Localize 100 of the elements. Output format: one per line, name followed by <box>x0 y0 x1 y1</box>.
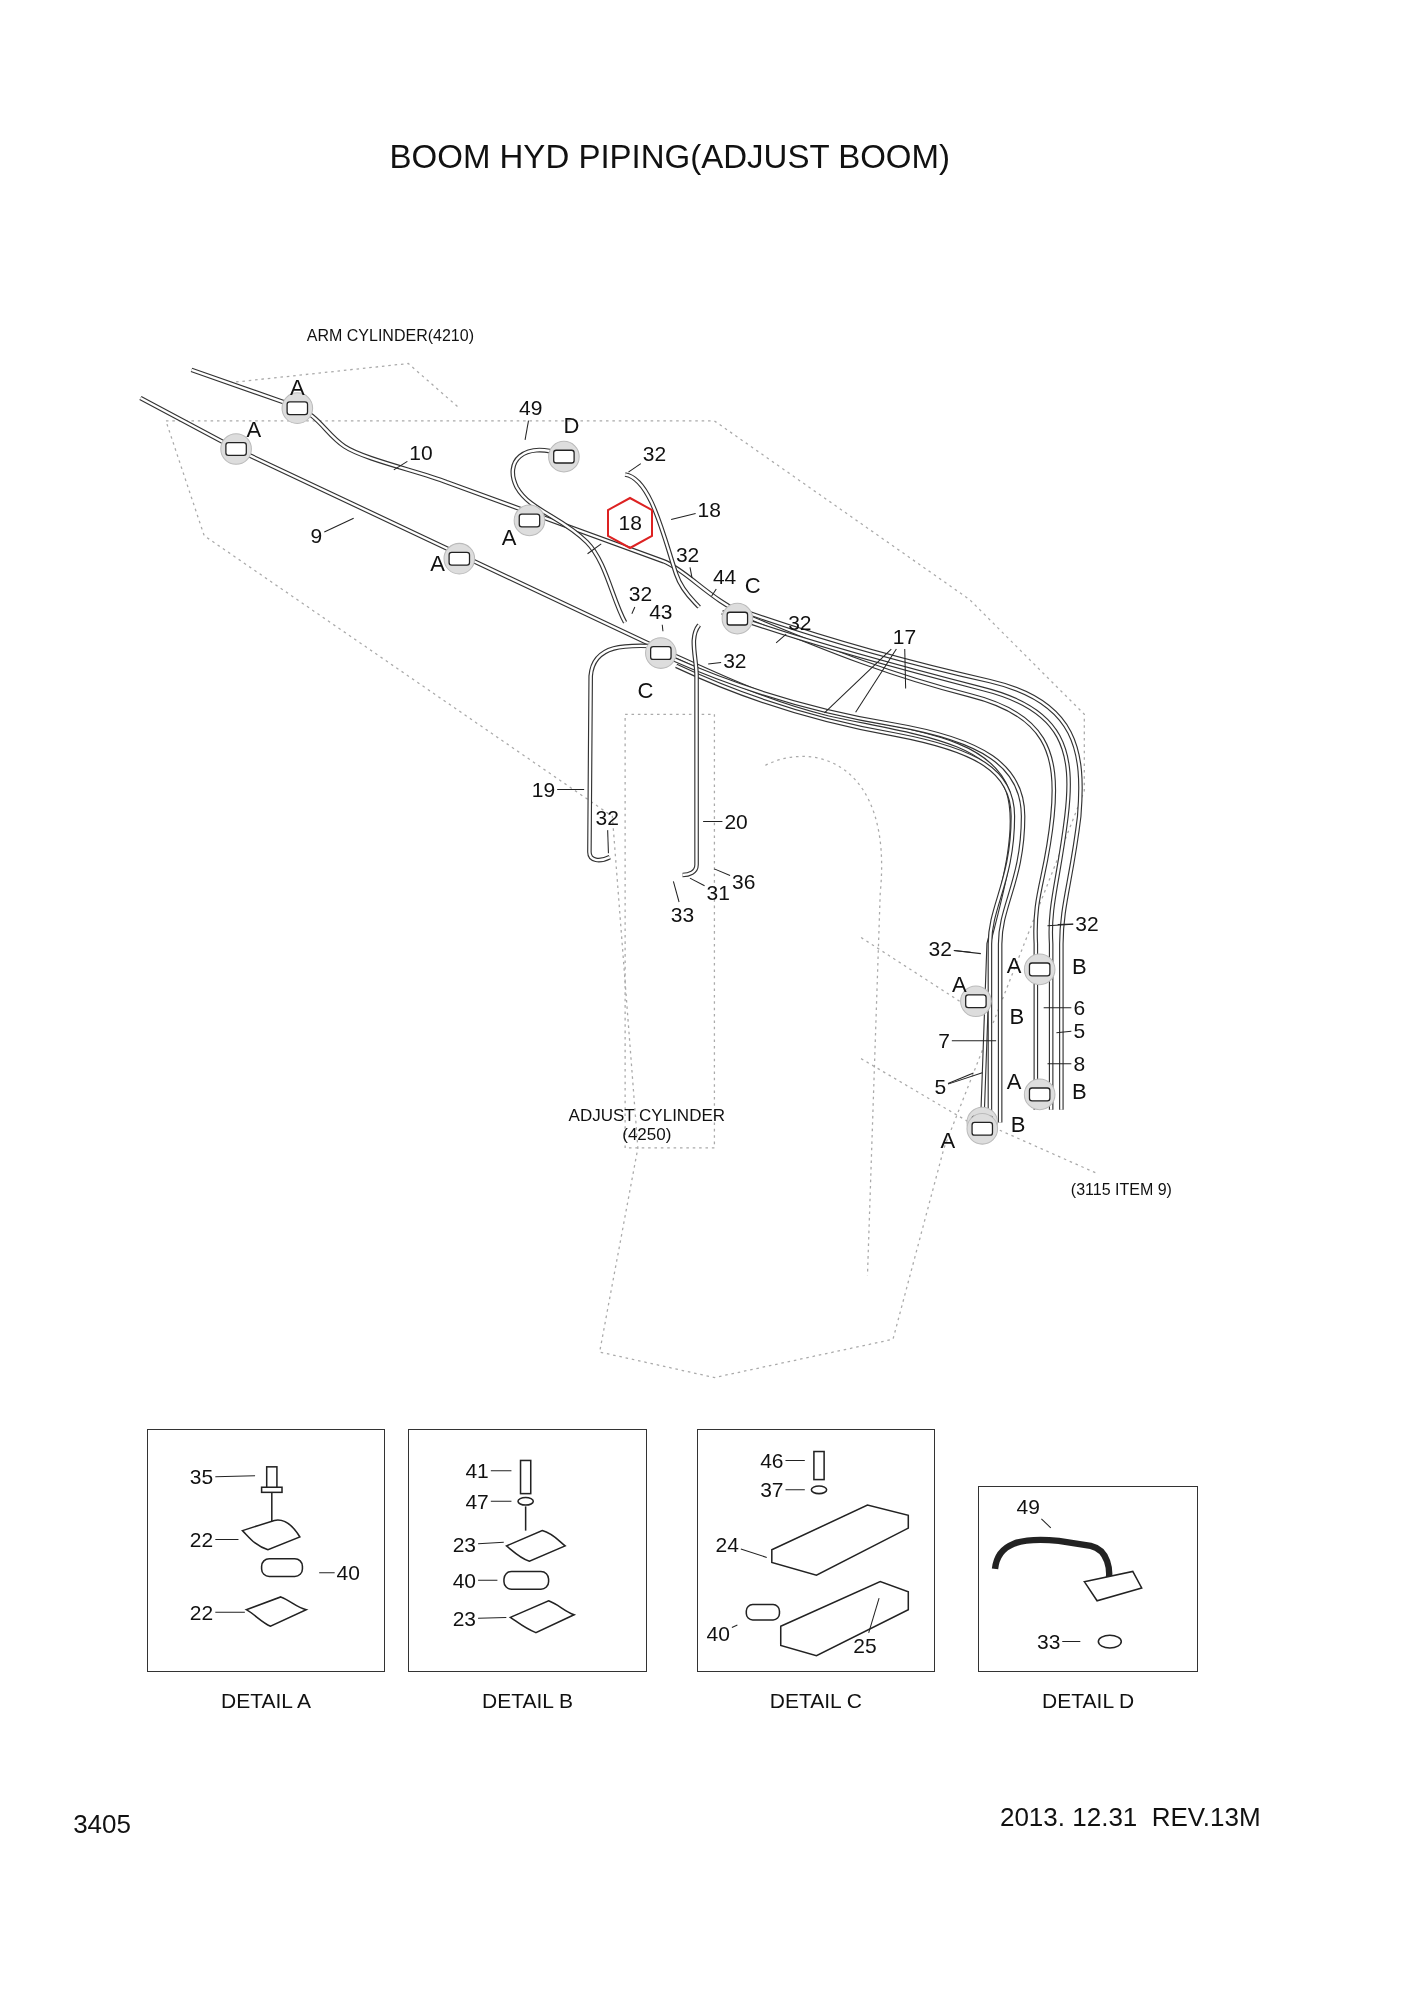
callout-number: 19 <box>531 778 556 802</box>
leader-line <box>711 588 717 597</box>
callout-number: 33 <box>1036 1630 1061 1654</box>
view-letter: C <box>744 573 761 598</box>
view-letter: D <box>563 414 580 439</box>
callout-number: 44 <box>712 565 737 589</box>
part-label: (3115 ITEM 9) <box>1070 1181 1172 1200</box>
callout-number: 32 <box>928 937 952 961</box>
callout-number: 9 <box>310 524 323 548</box>
callout-number: 40 <box>336 1561 360 1585</box>
leader-line <box>214 1475 256 1478</box>
callout-number: 7 <box>938 1029 950 1053</box>
leader-line <box>689 877 706 887</box>
leader-line <box>740 1548 768 1558</box>
callout-number: 8 <box>1073 1052 1086 1076</box>
leader-line <box>1043 1007 1072 1009</box>
callout-number: 49 <box>1016 1495 1040 1519</box>
leader-line <box>689 566 693 579</box>
leader-line <box>477 1541 505 1545</box>
leader-line <box>672 880 680 903</box>
callout-number: 32 <box>642 442 667 466</box>
leader-line <box>318 1572 336 1574</box>
callout-number: 33 <box>670 903 695 927</box>
callout-number: 5 <box>1073 1019 1086 1043</box>
leader-line <box>1055 1030 1072 1034</box>
detail-caption: DETAIL A <box>220 1689 312 1714</box>
view-letter: C <box>637 679 654 704</box>
callout-number: 32 <box>1075 912 1099 936</box>
callout-number: 41 <box>465 1459 489 1483</box>
view-letter: A <box>289 375 305 400</box>
detail-caption: DETAIL B <box>481 1689 575 1714</box>
leader-line <box>631 606 636 615</box>
callout-number: 5 <box>934 1075 947 1099</box>
leader-line <box>477 1616 507 1619</box>
leader-line <box>524 420 529 441</box>
view-letter: A <box>501 526 517 551</box>
leader-line <box>947 1072 983 1085</box>
leader-line <box>556 789 585 791</box>
part-label: ARM CYLINDER(4210) <box>306 326 474 345</box>
sheet-note: 3405 <box>73 1810 131 1839</box>
callout-number: 22 <box>189 1600 214 1625</box>
leader-line <box>587 543 602 555</box>
leader-line <box>1057 923 1074 926</box>
leader-line <box>323 517 355 533</box>
leader-line <box>670 513 697 520</box>
leader-line <box>1047 1063 1072 1065</box>
callout-number: 35 <box>189 1465 214 1489</box>
leader-line <box>868 1597 880 1634</box>
leader-line <box>627 463 642 473</box>
leader-line <box>951 1040 997 1042</box>
callout-number: 49 <box>519 396 543 420</box>
part-label: ADJUST CYLINDER (4250) <box>567 1107 727 1146</box>
view-letter: A <box>940 1128 956 1153</box>
sheet-note: 2013. 12.31 REV.13M <box>999 1802 1261 1831</box>
view-letter: A <box>430 551 445 576</box>
leader-line <box>823 648 892 714</box>
leader-line <box>393 460 408 471</box>
leader-line <box>607 829 609 854</box>
detail-caption: DETAIL C <box>768 1689 863 1714</box>
leader-line <box>855 648 897 713</box>
view-letter: A <box>246 417 262 442</box>
leader-line <box>214 1611 246 1613</box>
callout-number: 23 <box>452 1533 477 1557</box>
leader-line <box>731 1624 738 1629</box>
callout-number: 20 <box>724 810 748 834</box>
callout-number: 46 <box>760 1449 784 1473</box>
leader-line <box>477 1579 498 1581</box>
leader-line <box>490 1500 512 1502</box>
leader-line <box>904 648 907 690</box>
leader-line <box>947 1072 974 1084</box>
callout-number: 10 <box>409 441 433 465</box>
callout-number: 18 <box>697 498 721 522</box>
leader-line <box>490 1470 512 1472</box>
callout-number: 32 <box>723 649 747 673</box>
callout-number: 40 <box>452 1569 477 1593</box>
callout-number: 6 <box>1073 996 1086 1020</box>
view-letter: A <box>1006 953 1022 978</box>
leader-line <box>784 1459 806 1461</box>
leader-line <box>1040 1518 1052 1529</box>
leader-line <box>784 1489 806 1491</box>
leader-line <box>661 624 664 632</box>
callout-number: 23 <box>452 1607 477 1631</box>
callout-number: 24 <box>715 1533 739 1557</box>
leader-line <box>214 1539 239 1541</box>
drawing-title: BOOM HYD PIPING(ADJUST BOOM) <box>389 138 950 176</box>
callout-number: 25 <box>853 1634 877 1658</box>
leader-line <box>775 633 787 644</box>
leader-line <box>953 950 982 955</box>
view-letter: B <box>1010 1113 1026 1138</box>
detail-caption: DETAIL D <box>1041 1689 1136 1714</box>
leader-line <box>1061 1641 1081 1643</box>
callout-number: 22 <box>189 1528 214 1552</box>
callout-number: 17 <box>892 625 917 649</box>
view-letter: A <box>952 972 967 997</box>
leader-line <box>702 820 723 822</box>
callout-number: 32 <box>595 806 619 830</box>
callout-number: 32 <box>675 543 700 567</box>
view-letter: A <box>1006 1069 1022 1094</box>
view-letter: B <box>1071 954 1087 980</box>
callout-number: 32 <box>788 611 812 635</box>
